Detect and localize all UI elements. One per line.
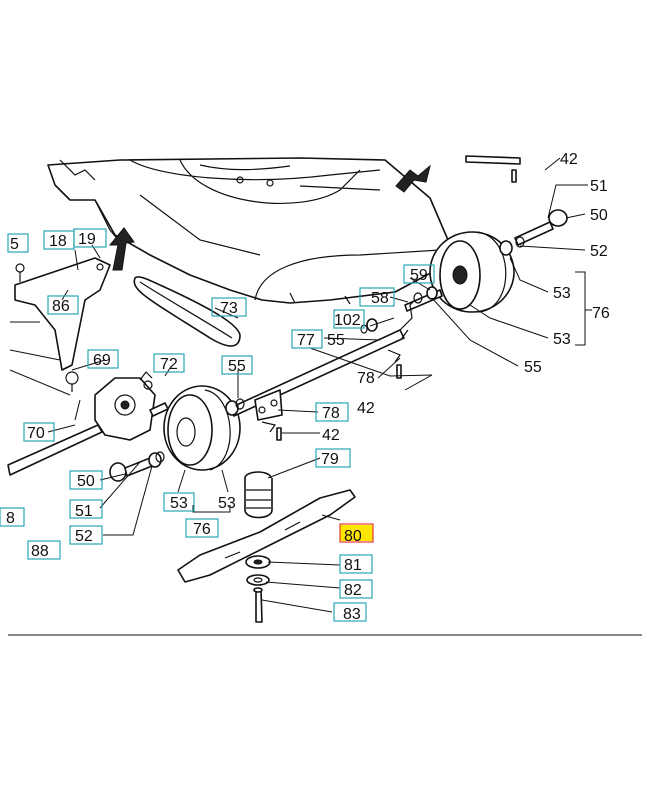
label-76-left[interactable]: 76	[185, 518, 219, 538]
svg-text:72: 72	[160, 356, 178, 373]
rear-bracket	[14, 257, 111, 392]
cutting-blade	[177, 489, 356, 583]
label-72[interactable]: 72	[153, 353, 185, 373]
svg-text:50: 50	[590, 207, 608, 224]
svg-text:78: 78	[322, 405, 340, 422]
label-53-wheel-outer[interactable]: 53	[218, 495, 236, 512]
svg-text:51: 51	[590, 178, 608, 195]
label-55-middle[interactable]: 55	[221, 355, 253, 375]
svg-text:55: 55	[524, 359, 542, 376]
label-53-wheel-inner[interactable]: 53	[163, 492, 195, 512]
label-102[interactable]: 102	[333, 309, 365, 329]
label-19[interactable]: 19	[73, 228, 107, 248]
svg-text:77: 77	[297, 332, 315, 349]
svg-text:55: 55	[327, 332, 345, 349]
svg-text:86: 86	[52, 298, 70, 315]
label-53-right-lower[interactable]: 53	[553, 331, 571, 348]
svg-text:8: 8	[6, 510, 15, 527]
label-42-right[interactable]: 42	[357, 400, 375, 417]
label-58[interactable]: 58	[359, 287, 395, 307]
svg-text:55: 55	[228, 358, 246, 375]
svg-text:53: 53	[553, 285, 571, 302]
highlight-marker	[340, 525, 373, 541]
mower-deck	[47, 157, 449, 305]
svg-text:19: 19	[78, 231, 96, 248]
svg-text:82: 82	[344, 582, 362, 599]
svg-text:50: 50	[77, 473, 95, 490]
label-76-right[interactable]: 76	[592, 305, 610, 322]
svg-text:102: 102	[334, 312, 361, 329]
arrow-down-icon	[395, 164, 431, 193]
label-50-left[interactable]: 50	[69, 470, 103, 490]
label-42-center[interactable]: 42	[322, 427, 340, 444]
svg-text:76: 76	[592, 305, 610, 322]
label-51-left[interactable]: 51	[69, 499, 103, 520]
svg-text:18: 18	[49, 233, 67, 250]
label-52-right[interactable]: 52	[590, 243, 608, 260]
label-52-left[interactable]: 52	[69, 525, 103, 545]
svg-text:52: 52	[590, 243, 608, 260]
svg-text:78: 78	[357, 370, 375, 387]
svg-text:42: 42	[560, 151, 578, 168]
svg-text:51: 51	[75, 503, 93, 520]
label-53-right-upper[interactable]: 53	[553, 285, 571, 302]
svg-text:73: 73	[220, 300, 238, 317]
label-8[interactable]: 8	[0, 507, 25, 527]
label-78-right[interactable]: 78	[357, 370, 375, 387]
svg-text:53: 53	[553, 331, 571, 348]
label-88[interactable]: 88	[27, 540, 61, 560]
label-77[interactable]: 77	[291, 329, 323, 349]
svg-text:53: 53	[170, 495, 188, 512]
label-81[interactable]: 81	[339, 554, 373, 574]
label-78-center[interactable]: 78	[315, 402, 349, 422]
label-51-right[interactable]: 51	[590, 178, 608, 195]
gearbox	[94, 371, 156, 441]
label-86[interactable]: 86	[47, 295, 79, 315]
label-80-highlighted[interactable]: 80	[339, 523, 374, 545]
front-wheel-right	[429, 231, 515, 313]
label-79[interactable]: 79	[315, 448, 351, 468]
svg-text:58: 58	[371, 290, 389, 307]
svg-text:5: 5	[10, 236, 19, 253]
svg-text:59: 59	[410, 267, 428, 284]
svg-text:83: 83	[343, 606, 361, 623]
svg-text:69: 69	[93, 352, 111, 369]
svg-text:52: 52	[75, 528, 93, 545]
label-70[interactable]: 70	[23, 422, 55, 442]
label-18[interactable]: 18	[43, 230, 75, 250]
svg-text:88: 88	[31, 543, 49, 560]
label-59[interactable]: 59	[403, 264, 435, 284]
svg-text:53: 53	[218, 495, 236, 512]
label-82[interactable]: 82	[339, 579, 373, 599]
label-55-axle[interactable]: 55	[327, 332, 345, 349]
label-5[interactable]: 5	[7, 233, 29, 253]
label-55-right[interactable]: 55	[524, 359, 542, 376]
svg-text:42: 42	[322, 427, 340, 444]
label-50-right[interactable]: 50	[590, 207, 608, 224]
svg-text:80: 80	[344, 528, 362, 545]
svg-text:76: 76	[193, 521, 211, 538]
svg-text:79: 79	[321, 451, 339, 468]
svg-text:70: 70	[27, 425, 45, 442]
part-labels: 5 18 19 86 69 70 72 73	[0, 151, 610, 623]
rear-wheel-left	[163, 385, 241, 471]
label-83[interactable]: 83	[333, 602, 367, 623]
label-42-top-cut[interactable]: 42	[560, 151, 578, 168]
svg-text:42: 42	[357, 400, 375, 417]
arrow-up-icon	[108, 227, 135, 271]
label-69[interactable]: 69	[87, 349, 119, 369]
label-73[interactable]: 73	[211, 297, 247, 317]
svg-text:81: 81	[344, 557, 362, 574]
blade-adapter	[244, 471, 273, 519]
